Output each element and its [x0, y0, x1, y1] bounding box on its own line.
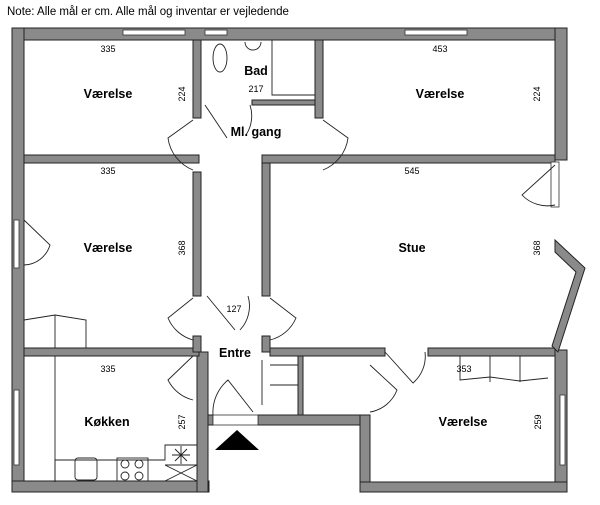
- room-label: Køkken: [84, 415, 129, 429]
- stove-icon: [116, 457, 149, 482]
- room-label: Entre: [219, 346, 251, 360]
- dimension-label: 257: [177, 414, 187, 429]
- wardrobe: [459, 356, 549, 382]
- toilet-icon: [212, 43, 228, 73]
- entrance-arrow-icon: [215, 430, 259, 450]
- room-label: Ml. gang: [231, 125, 282, 139]
- sink-icon: [244, 41, 262, 51]
- dimension-label: 368: [532, 240, 542, 255]
- plan-note: Note: Alle mål er cm. Alle mål og invent…: [7, 6, 289, 18]
- dimension-label: 453: [432, 44, 447, 54]
- dimension-label: 545: [404, 166, 419, 176]
- room-label: Værelse: [84, 241, 133, 255]
- walls: [11, 27, 586, 493]
- dimension-label: 335: [100, 166, 115, 176]
- room-label: Værelse: [439, 415, 488, 429]
- wardrobe: [23, 314, 87, 348]
- kitchen-counter: [54, 444, 197, 482]
- room-label: Stue: [398, 241, 425, 255]
- dimension-label: 259: [533, 414, 543, 429]
- room-label: Bad: [244, 64, 268, 78]
- room-label: Værelse: [84, 87, 133, 101]
- dimension-label: 368: [177, 240, 187, 255]
- dimension-label: 335: [100, 364, 115, 374]
- dimension-label: 127: [226, 304, 241, 314]
- kitchen-sink-icon: [74, 457, 98, 481]
- doors: [23, 104, 556, 416]
- dimension-label: 224: [177, 86, 187, 101]
- dimension-label: 335: [100, 44, 115, 54]
- dimension-label: 353: [456, 364, 471, 374]
- windows: [13, 29, 566, 466]
- dimension-label: 224: [532, 86, 542, 101]
- room-label: Værelse: [416, 87, 465, 101]
- labels: Værelse 335 224 Bad 217 Værelse 453 224 …: [84, 44, 543, 430]
- dimension-label: 217: [248, 84, 263, 94]
- fixtures: [23, 40, 549, 482]
- fridge-icon: [164, 464, 198, 482]
